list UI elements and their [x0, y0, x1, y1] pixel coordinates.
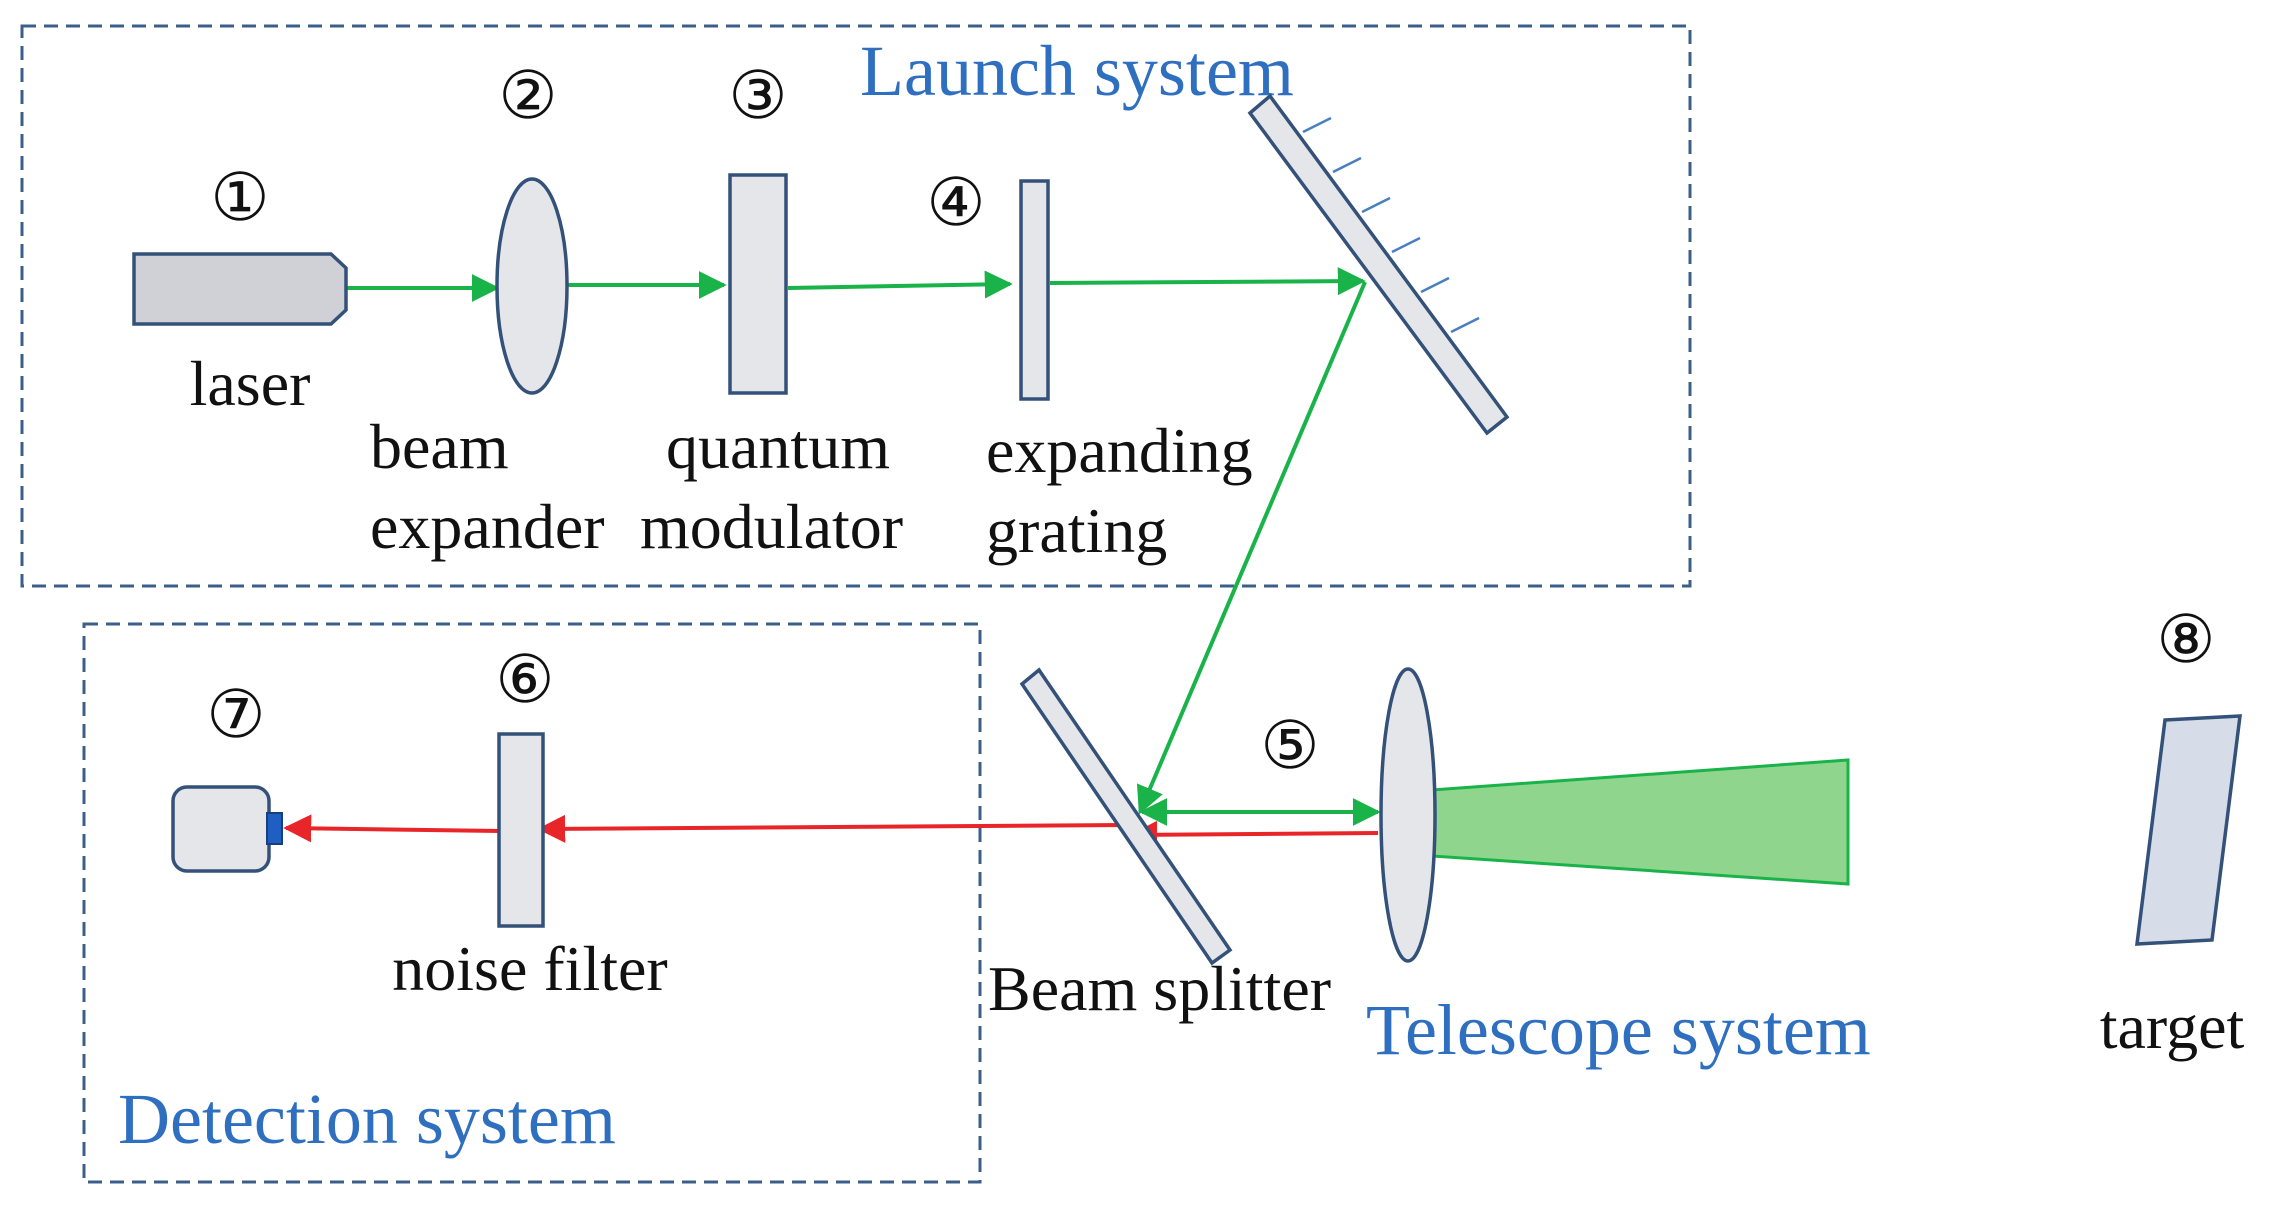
mirror-tick	[1302, 116, 1332, 134]
steering-mirror-plate	[1247, 93, 1510, 436]
expanding-grating-plate	[1019, 179, 1050, 401]
expanding-grating-number: ④	[926, 164, 985, 241]
beam-expander-lens	[495, 177, 569, 395]
return-beam-filter-to-detector	[283, 814, 501, 843]
beam-grating-to-mirror	[1049, 267, 1366, 296]
laser-body	[132, 252, 348, 326]
beam-splitter-plate	[1019, 667, 1233, 966]
beam-mirror-to-splitter	[1136, 281, 1367, 815]
telescope-output-cone	[1430, 758, 1850, 886]
target-label: target	[2100, 991, 2245, 1062]
mirror-tick	[1450, 316, 1480, 334]
target-surface	[2135, 714, 2242, 946]
quantum-modulator-number: ③	[728, 57, 787, 134]
return-beam-splitter-to-filter	[537, 814, 1127, 843]
noise-filter-label: noise filter	[392, 933, 667, 1004]
target-number: ⑧	[2156, 601, 2215, 678]
expanding-grating-label-line2: grating	[986, 495, 1167, 566]
expanding-grating-label-line1: expanding	[986, 415, 1253, 486]
noise-filter-number: ⑥	[495, 641, 554, 718]
beam-modulator-to-grating	[787, 270, 1013, 299]
quantum-modulator-block	[728, 173, 788, 395]
beam-expander-number: ②	[498, 57, 557, 134]
beam-splitter-label: Beam splitter	[988, 953, 1331, 1024]
mirror-tick	[1361, 196, 1391, 214]
detection-system-title: Detection system	[118, 1079, 616, 1159]
noise-filter-plate	[497, 732, 545, 928]
steering-mirror	[1247, 93, 1510, 436]
beam-expander-label-line2: expander	[370, 491, 605, 562]
mirror-tick	[1332, 156, 1362, 174]
laser-label: laser	[190, 348, 311, 419]
quantum-modulator-label-line1: quantum	[666, 411, 890, 482]
return-beam-telescope-to-splitter	[1129, 820, 1379, 849]
detector-body	[171, 785, 271, 873]
mirror-tick	[1391, 236, 1421, 254]
beam-splitter-number: ⑤	[1260, 707, 1319, 784]
launch-system-title: Launch system	[860, 31, 1294, 111]
detection-system-box	[82, 622, 982, 1184]
laser-number: ①	[210, 159, 269, 236]
launch-system-box	[20, 24, 1692, 588]
telescope-system-title: Telescope system	[1366, 990, 1871, 1070]
telescope-lens	[1379, 667, 1437, 963]
quantum-modulator-label-line2: modulator	[640, 491, 903, 562]
detector-port	[266, 812, 283, 845]
detector-number: ⑦	[206, 676, 265, 753]
beam-expander-label-line1: beam	[370, 411, 509, 482]
mirror-tick	[1420, 276, 1450, 294]
